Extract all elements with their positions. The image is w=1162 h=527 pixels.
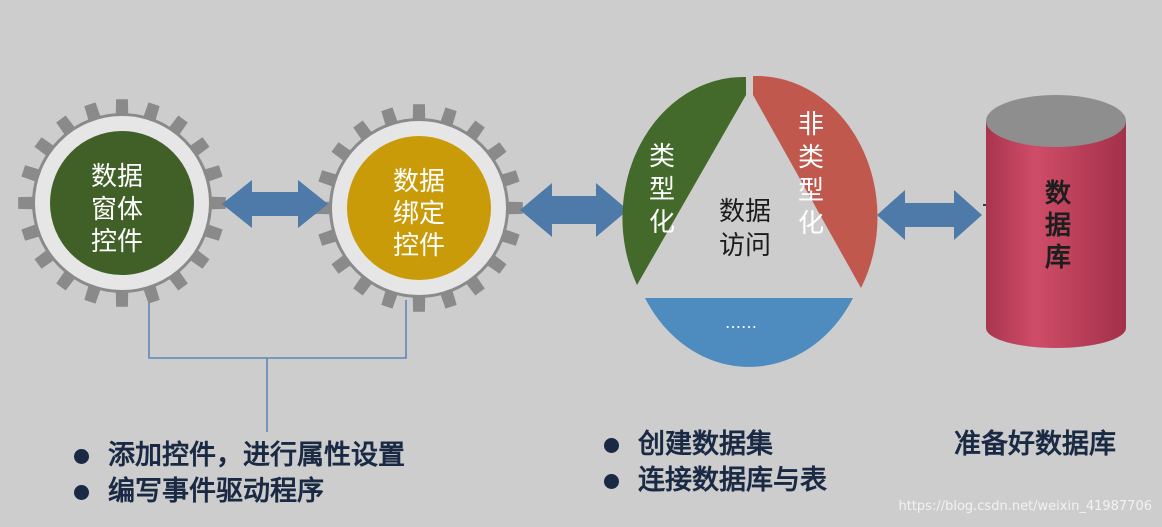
untyped-label-char: 型 <box>798 176 824 206</box>
typed-label-char: 型 <box>649 175 675 205</box>
typed-label-char: 化 <box>649 208 675 238</box>
gear-label-line: 数据 <box>91 162 143 192</box>
bullet-item: 编写事件驱动程序 <box>72 474 405 510</box>
gear-label-line: 控件 <box>91 227 143 257</box>
database-cylinder-icon: 数 据 库 <box>983 95 1126 348</box>
gear-form-controls: 数据 窗体 控件 <box>18 99 226 307</box>
bullet-list-controls: 添加控件，进行属性设置 编写事件驱动程序 <box>72 438 405 510</box>
double-arrow-icon <box>222 180 328 228</box>
gear-label-line: 绑定 <box>393 199 445 229</box>
gear-label-line: 窗体 <box>91 195 143 225</box>
database-label-char: 数 <box>1045 179 1072 209</box>
gear-hub <box>50 131 194 275</box>
gear-binding-controls: 数据 绑定 控件 <box>315 104 523 312</box>
gear-label-line: 控件 <box>393 231 445 261</box>
typed-segment <box>622 76 746 285</box>
bottom-label: …… <box>725 313 757 332</box>
bullet-item: 连接数据库与表 <box>602 463 827 499</box>
untyped-label-char: 类 <box>798 143 824 173</box>
bottom-segment <box>645 298 853 367</box>
connector-lines <box>148 300 407 432</box>
bullet-list-data-access: 创建数据集 连接数据库与表 <box>602 427 827 499</box>
watermark: https://blog.csdn.net/weixin_41987706 <box>898 499 1152 514</box>
database-caption: 准备好数据库 <box>954 429 1116 460</box>
bullet-item: 添加控件，进行属性设置 <box>72 438 405 474</box>
typed-label-char: 类 <box>649 142 675 172</box>
double-arrow-icon <box>877 190 982 240</box>
untyped-segment <box>753 75 878 288</box>
gear-hub <box>347 136 491 280</box>
bullet-item: 创建数据集 <box>602 427 827 463</box>
database-label-char: 库 <box>1045 243 1071 273</box>
untyped-label-char: 非 <box>798 110 824 140</box>
database-label-char: 据 <box>1045 211 1071 241</box>
center-label-line: 数据 <box>719 197 771 227</box>
data-access-circle: 类 型 化 非 类 型 化 数据 访问 …… <box>622 75 878 367</box>
gear-label-line: 数据 <box>393 167 445 197</box>
double-arrow-icon <box>520 183 628 237</box>
center-label-line: 访问 <box>719 231 771 261</box>
untyped-label-char: 化 <box>798 209 824 239</box>
